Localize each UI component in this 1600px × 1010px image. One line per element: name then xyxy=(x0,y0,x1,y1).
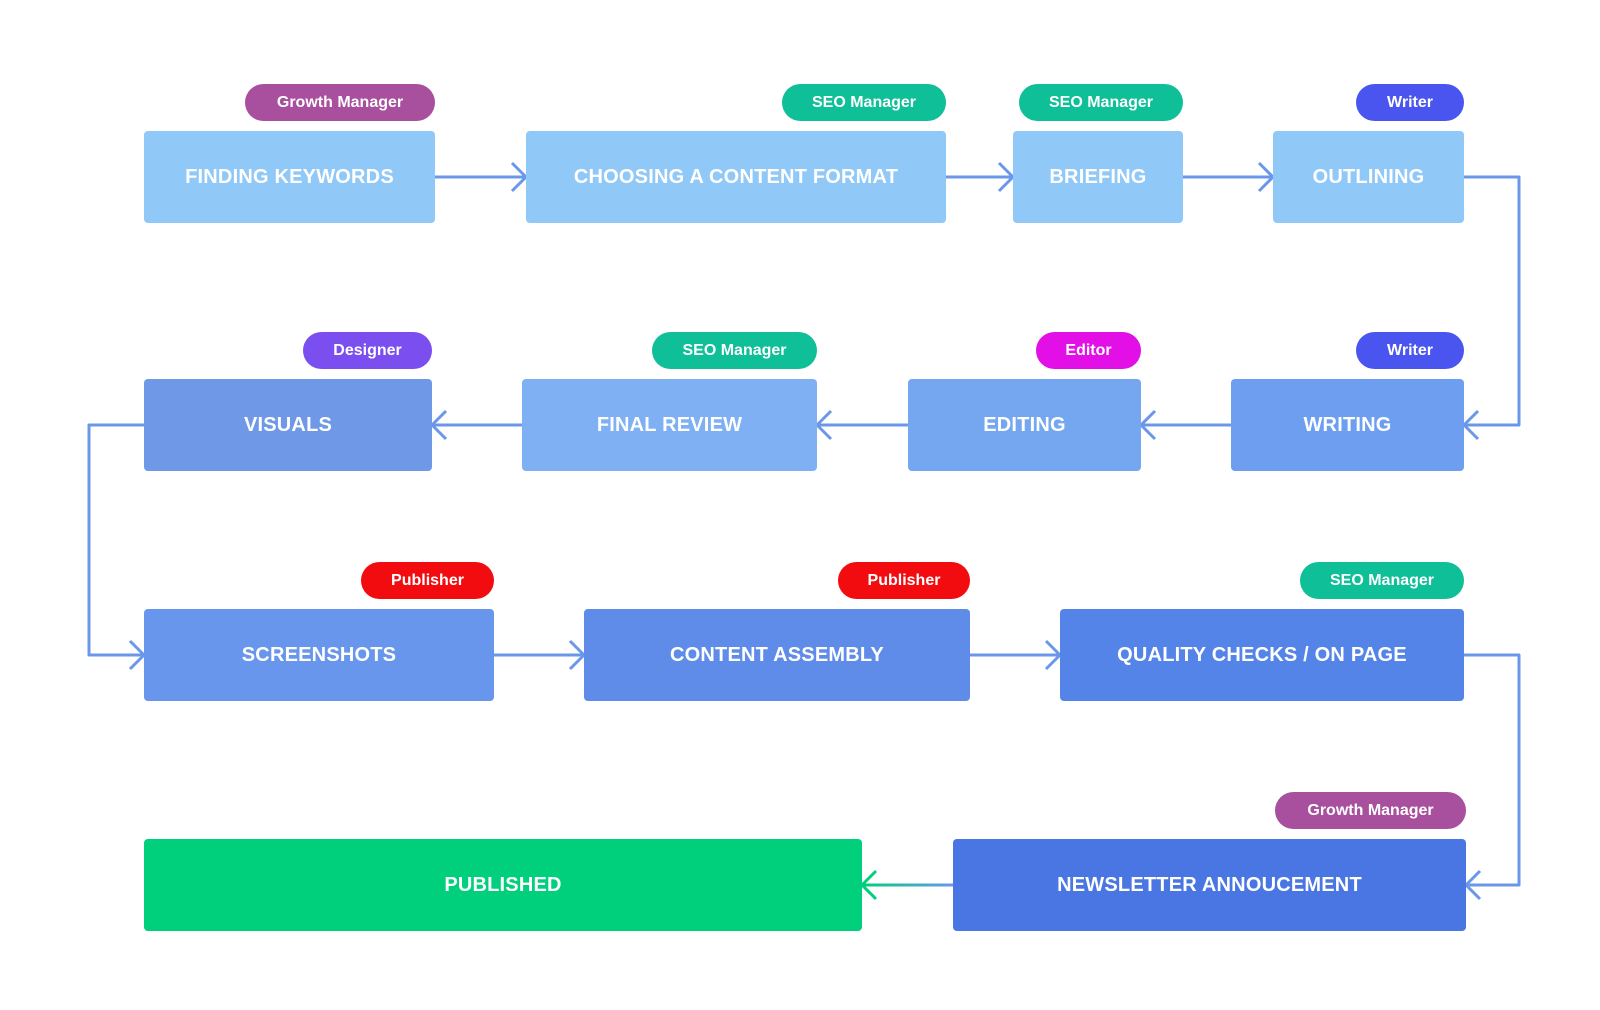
role-badge-outlining: Writer xyxy=(1356,84,1464,121)
arrowhead-3-4 xyxy=(1462,409,1480,441)
step-content-assembly: CONTENT ASSEMBLY xyxy=(584,609,970,701)
step-published: PUBLISHED xyxy=(144,839,862,931)
arrow-line-7-8 xyxy=(87,423,144,657)
arrowhead-10-11 xyxy=(1464,869,1482,901)
arrow-line-10-11 xyxy=(1464,653,1521,887)
role-badge-editing: Editor xyxy=(1036,332,1141,369)
step-editing: EDITING xyxy=(908,379,1141,471)
role-badge-writing: Writer xyxy=(1356,332,1464,369)
role-badge-screenshots: Publisher xyxy=(361,562,494,599)
role-badge-final-review: SEO Manager xyxy=(652,332,817,369)
role-badge-briefing: SEO Manager xyxy=(1019,84,1183,121)
step-outlining: OUTLINING xyxy=(1273,131,1464,223)
step-final-review: FINAL REVIEW xyxy=(522,379,817,471)
step-visuals: VISUALS xyxy=(144,379,432,471)
step-newsletter-annoucement: NEWSLETTER ANNOUCEMENT xyxy=(953,839,1466,931)
step-quality-checks-on-page: QUALITY CHECKS / ON PAGE xyxy=(1060,609,1464,701)
step-choosing-a-content-format: CHOOSING A CONTENT FORMAT xyxy=(526,131,946,223)
role-badge-choosing-a-content-format: SEO Manager xyxy=(782,84,946,121)
role-badge-newsletter-annoucement: Growth Manager xyxy=(1275,792,1466,829)
role-badge-content-assembly: Publisher xyxy=(838,562,970,599)
step-briefing: BRIEFING xyxy=(1013,131,1183,223)
step-writing: WRITING xyxy=(1231,379,1464,471)
arrowhead-11-12 xyxy=(860,869,878,901)
step-screenshots: SCREENSHOTS xyxy=(144,609,494,701)
arrow-line-3-4 xyxy=(1464,175,1521,427)
step-finding-keywords: FINDING KEYWORDS xyxy=(144,131,435,223)
role-badge-finding-keywords: Growth Manager xyxy=(245,84,435,121)
role-badge-quality-checks-on-page: SEO Manager xyxy=(1300,562,1464,599)
arrowhead-5-6 xyxy=(815,409,833,441)
arrowhead-6-7 xyxy=(430,409,448,441)
role-badge-visuals: Designer xyxy=(303,332,432,369)
arrowhead-4-5 xyxy=(1139,409,1157,441)
